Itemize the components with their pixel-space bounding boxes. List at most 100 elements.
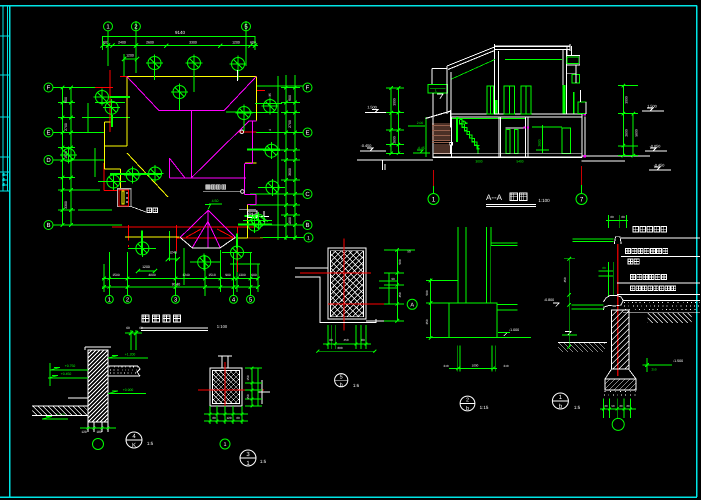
- svg-text:A: A: [410, 302, 414, 308]
- svg-text:1240: 1240: [169, 251, 177, 255]
- svg-text:2: 2: [126, 296, 130, 303]
- svg-text:2: 2: [466, 398, 469, 404]
- svg-text:1: 1: [307, 236, 310, 242]
- svg-text:5: 5: [244, 24, 248, 31]
- svg-text:4.50: 4.50: [212, 199, 219, 203]
- svg-text:4: 4: [268, 129, 272, 131]
- svg-text:1:5: 1:5: [147, 441, 154, 446]
- svg-text:250: 250: [651, 368, 656, 372]
- svg-text:3: 3: [246, 451, 250, 458]
- svg-text:600: 600: [251, 273, 257, 277]
- svg-text:5: 5: [340, 375, 343, 381]
- svg-text:7: 7: [580, 196, 584, 203]
- svg-text:60: 60: [619, 404, 623, 408]
- svg-text:3300: 3300: [189, 41, 197, 45]
- svg-text:1000: 1000: [472, 364, 479, 368]
- svg-text:D: D: [46, 157, 51, 164]
- svg-text:-0.050: -0.050: [650, 145, 661, 149]
- svg-text:60: 60: [236, 416, 240, 420]
- svg-text:-1.500: -1.500: [673, 359, 683, 363]
- svg-text:500: 500: [398, 259, 402, 264]
- svg-text:450: 450: [398, 292, 402, 297]
- svg-text:5800: 5800: [635, 129, 639, 137]
- svg-text:2700: 2700: [288, 120, 292, 128]
- svg-text:B: B: [46, 222, 50, 229]
- svg-text:F: F: [47, 85, 51, 92]
- svg-text:1:15: 1:15: [480, 405, 489, 410]
- svg-text:1: 1: [108, 296, 112, 303]
- svg-text:3000: 3000: [393, 98, 397, 106]
- svg-text:PH: PH: [248, 213, 256, 219]
- svg-text:2700: 2700: [64, 123, 68, 131]
- svg-text:1.500: 1.500: [367, 106, 377, 110]
- svg-text:2600: 2600: [538, 139, 542, 146]
- svg-text:1.500: 1.500: [647, 105, 657, 109]
- svg-text:5400: 5400: [516, 160, 523, 164]
- svg-text:500: 500: [425, 290, 429, 295]
- svg-text:3300: 3300: [64, 201, 68, 209]
- svg-text:+1.200: +1.200: [125, 353, 136, 357]
- svg-text:2400: 2400: [118, 41, 126, 45]
- svg-text:K: K: [132, 442, 136, 449]
- svg-text:9140: 9140: [175, 30, 186, 35]
- svg-text:1: 1: [559, 394, 563, 401]
- svg-text:120: 120: [81, 430, 87, 434]
- svg-text:5: 5: [249, 296, 253, 303]
- svg-text:+0.900: +0.900: [123, 388, 134, 392]
- svg-text:-0.100: -0.100: [55, 413, 65, 417]
- svg-text:+0.750: +0.750: [65, 364, 76, 368]
- svg-text:F: F: [306, 85, 310, 92]
- svg-text:1: 1: [432, 196, 436, 203]
- svg-text:900: 900: [102, 41, 108, 45]
- svg-text:A--A: A--A: [486, 193, 503, 202]
- svg-text:1:6: 1:6: [353, 383, 360, 388]
- svg-text:450: 450: [563, 277, 567, 282]
- svg-text:240: 240: [443, 364, 448, 368]
- svg-text:60: 60: [610, 215, 614, 219]
- svg-text:1:5: 1:5: [574, 405, 581, 410]
- svg-text:1:5: 1:5: [260, 459, 267, 464]
- svg-text:60: 60: [626, 404, 630, 408]
- svg-text:120: 120: [226, 416, 231, 420]
- svg-text:450: 450: [343, 338, 348, 342]
- svg-text:2800: 2800: [625, 129, 629, 137]
- svg-text:1300: 1300: [238, 273, 246, 277]
- svg-text:4: 4: [132, 433, 136, 440]
- svg-text:900: 900: [225, 273, 231, 277]
- svg-text:3000: 3000: [625, 96, 629, 104]
- svg-text:350: 350: [425, 319, 429, 324]
- svg-text:240: 240: [503, 364, 508, 368]
- svg-text:50: 50: [407, 250, 411, 254]
- svg-text:600: 600: [337, 346, 342, 350]
- svg-text:60: 60: [126, 326, 130, 330]
- svg-text:3000: 3000: [475, 160, 482, 164]
- svg-text:E: E: [305, 130, 309, 137]
- svg-text:1: 1: [223, 442, 226, 448]
- svg-text:60: 60: [604, 404, 608, 408]
- svg-text:E: E: [46, 130, 50, 137]
- svg-text:1240: 1240: [182, 273, 190, 277]
- svg-text:3: 3: [174, 296, 178, 303]
- svg-text:1800: 1800: [288, 217, 292, 225]
- svg-text:180: 180: [96, 430, 102, 434]
- svg-text:-0.45: -0.45: [417, 146, 424, 150]
- svg-text:1500: 1500: [112, 273, 120, 277]
- svg-text:900: 900: [288, 95, 292, 101]
- svg-text:b: b: [340, 383, 343, 389]
- svg-text:C: C: [305, 191, 310, 198]
- svg-text:-0.450: -0.450: [654, 164, 665, 168]
- svg-text:60: 60: [329, 338, 333, 342]
- svg-text:60: 60: [361, 338, 365, 342]
- svg-text:+0.450: +0.450: [61, 372, 72, 376]
- svg-text:1200: 1200: [126, 54, 134, 58]
- svg-text:-0.450: -0.450: [361, 144, 372, 148]
- svg-text:-1.000: -1.000: [509, 328, 519, 332]
- svg-text:1: 1: [246, 460, 250, 467]
- svg-text:b: b: [559, 403, 563, 410]
- svg-text:1:100: 1:100: [217, 324, 228, 329]
- svg-text:60: 60: [212, 416, 216, 420]
- svg-text:3600: 3600: [288, 168, 292, 176]
- svg-text:90: 90: [391, 277, 395, 281]
- svg-text:b: b: [466, 406, 469, 412]
- svg-text:4800: 4800: [148, 273, 156, 277]
